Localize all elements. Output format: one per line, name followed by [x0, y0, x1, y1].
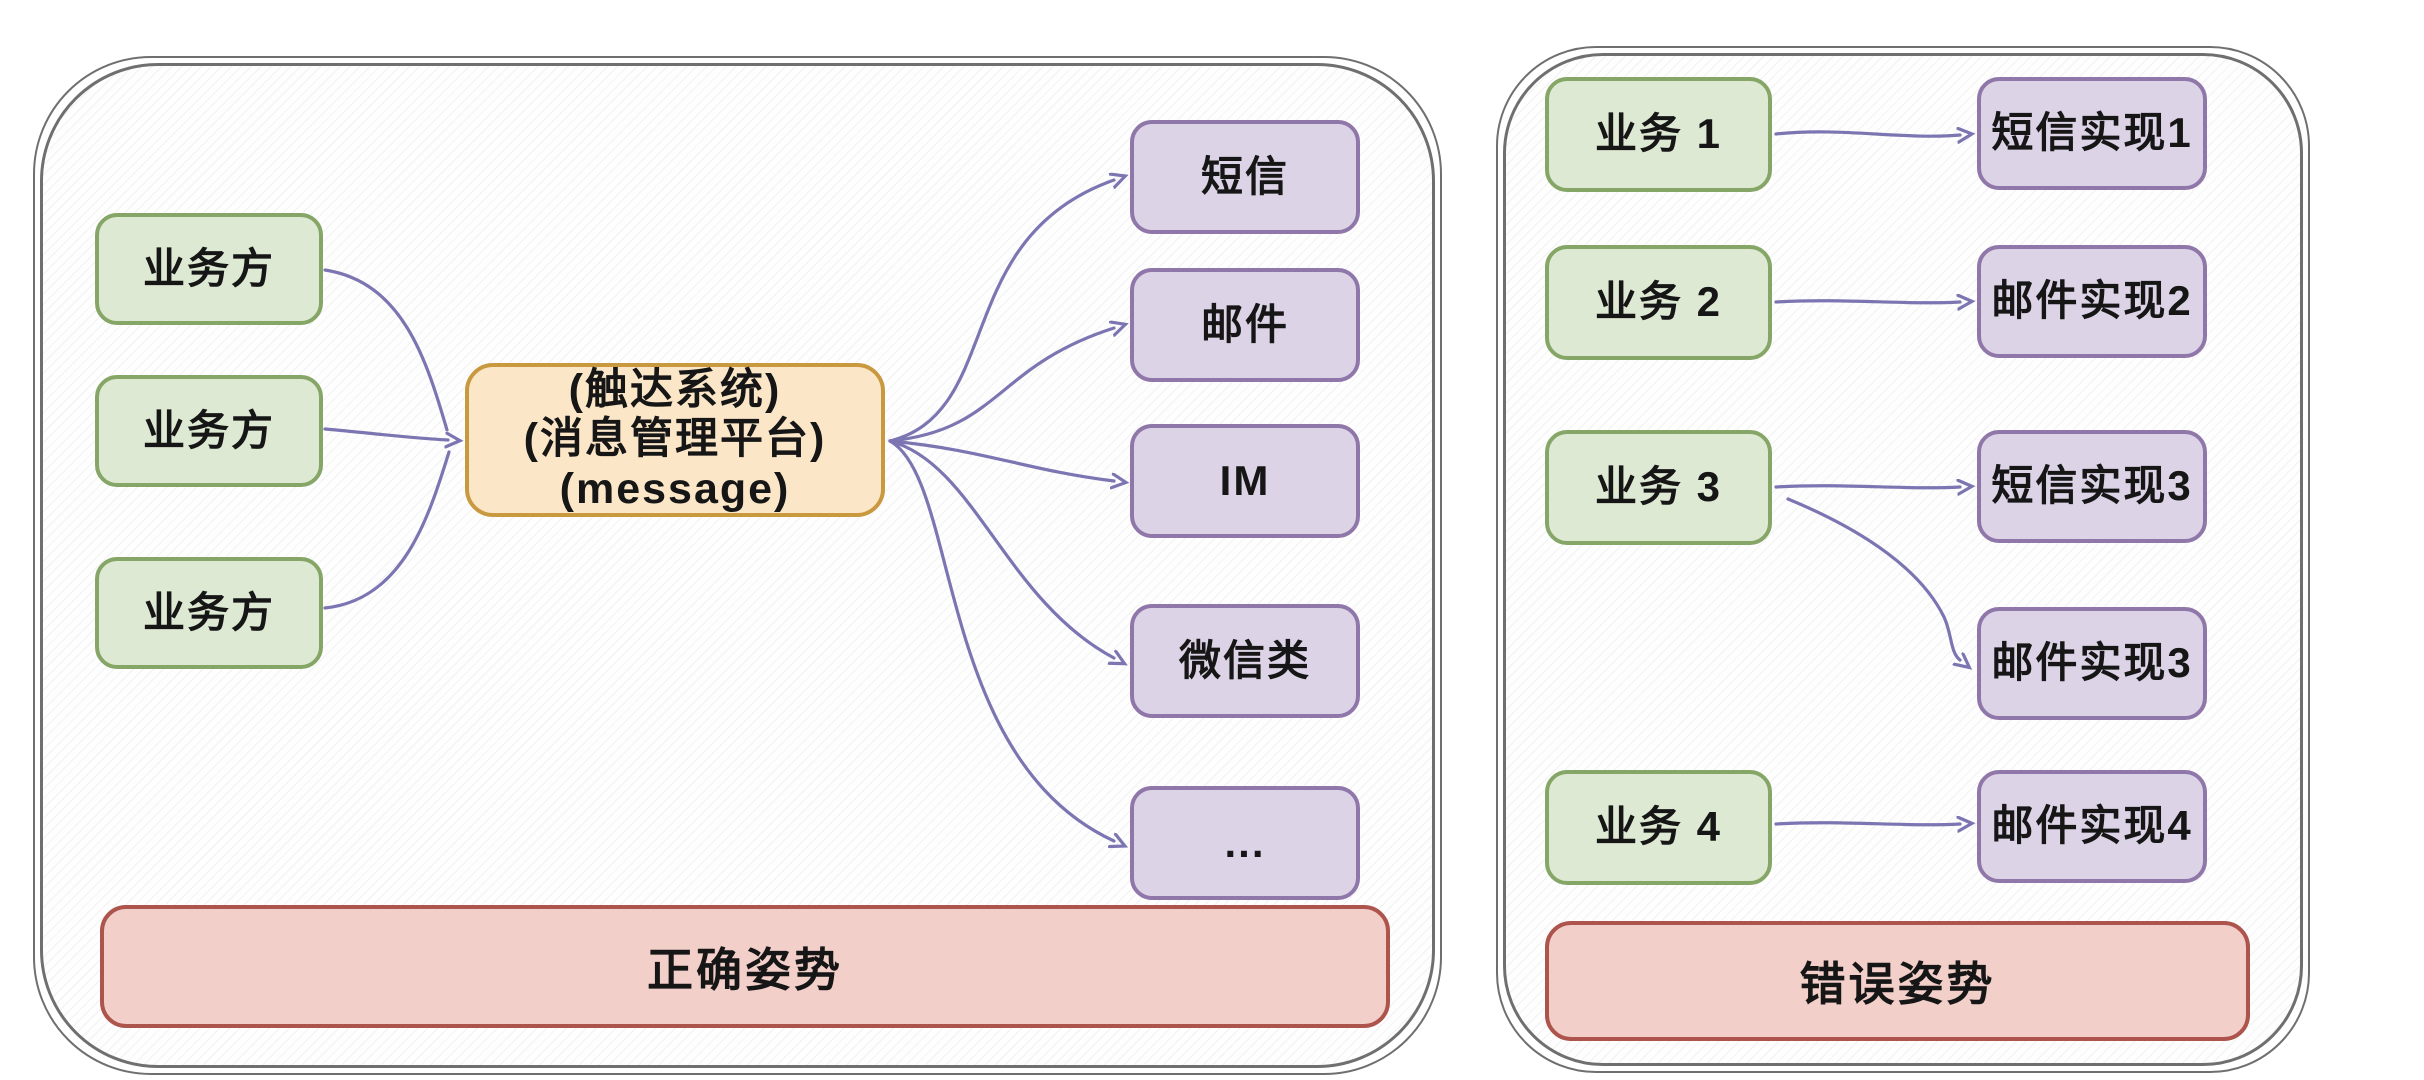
wrong-approach-panel [1496, 46, 2310, 1073]
node-sms-impl-3: 短信实现3 [1977, 430, 2207, 543]
node-email-impl-4: 邮件实现4 [1977, 770, 2207, 883]
node-sms-impl-1: 短信实现1 [1977, 77, 2207, 190]
node-business-4: 业务 4 [1545, 770, 1772, 885]
wrong-approach-banner: 错误姿势 [1545, 921, 2250, 1041]
node-business-2: 业务 2 [1545, 245, 1772, 360]
node-business-source-3: 业务方 [95, 557, 323, 669]
hub-line-3: (message) [559, 464, 791, 513]
node-business-source-2: 业务方 [95, 375, 323, 487]
node-channel-sms: 短信 [1130, 120, 1360, 234]
node-business-3: 业务 3 [1545, 430, 1772, 545]
node-message-platform-hub: (触达系统) (消息管理平台) (message) [465, 363, 885, 517]
hub-line-2: (消息管理平台) [523, 415, 827, 464]
node-email-impl-2: 邮件实现2 [1977, 245, 2207, 358]
node-channel-wechat: 微信类 [1130, 604, 1360, 718]
node-channel-email: 邮件 [1130, 268, 1360, 382]
hub-line-1: (触达系统) [568, 365, 782, 414]
node-channel-im: IM [1130, 424, 1360, 538]
node-channel-more: ... [1130, 786, 1360, 900]
node-business-source-1: 业务方 [95, 213, 323, 325]
node-business-1: 业务 1 [1545, 77, 1772, 192]
node-email-impl-3: 邮件实现3 [1977, 607, 2207, 720]
correct-approach-banner: 正确姿势 [100, 905, 1390, 1028]
